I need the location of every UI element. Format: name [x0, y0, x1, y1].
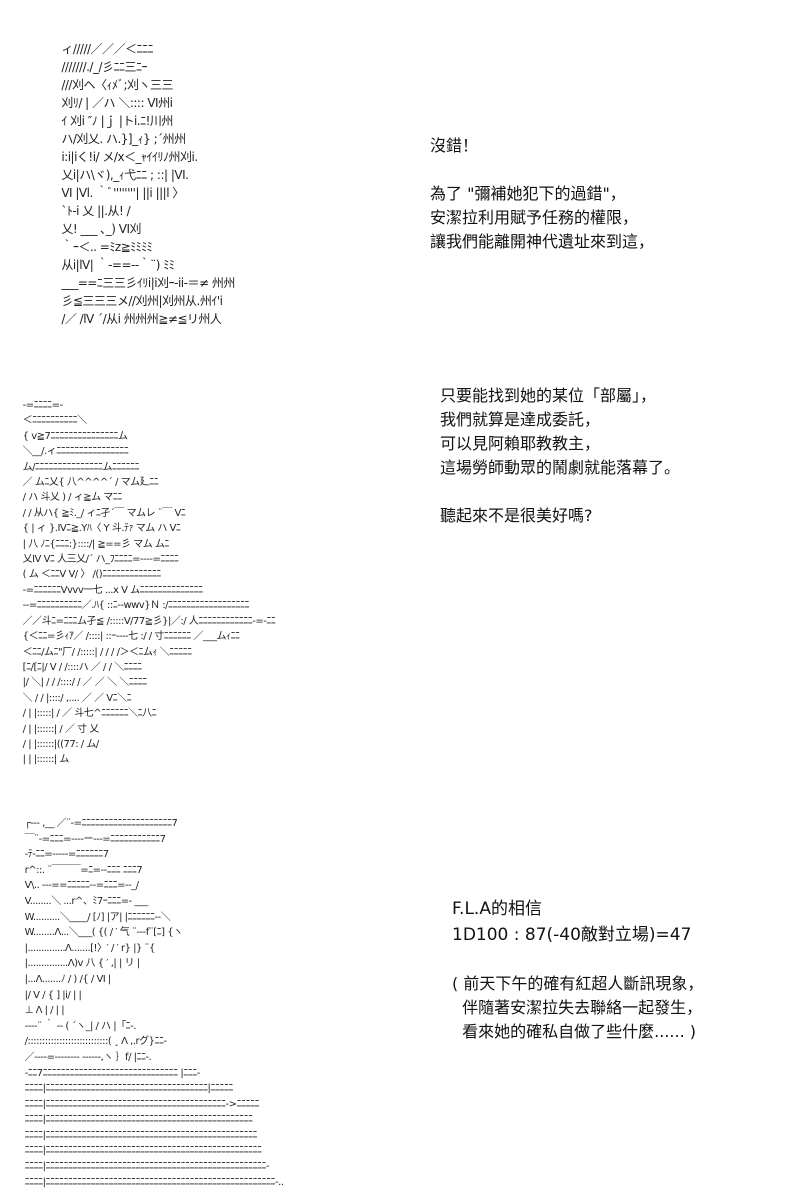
note-line: ( 前天下午的確有紅超人斷訊現象，: [452, 974, 704, 993]
dialogue-line: 這場勞師動眾的鬧劇就能落幕了。: [440, 458, 681, 477]
ascii-art-character-3: ┌‐‐- ,__ ／¨‐=ﾆﾆﾆﾆﾆﾆﾆﾆﾆﾆﾆﾆﾆﾆﾆﾆﾆﾆﾆﾆ7 ￣¨‐=ﾆ…: [24, 818, 284, 1188]
dialogue-line: 為了 "彌補她犯下的過錯"，: [430, 184, 626, 203]
panel-3: ┌‐‐- ,__ ／¨‐=ﾆﾆﾆﾆﾆﾆﾆﾆﾆﾆﾆﾆﾆﾆﾆﾆﾆﾆﾆﾆ7 ￣¨‐=ﾆ…: [0, 810, 800, 1200]
dialogue-line: 可以見阿賴耶教教主，: [440, 434, 601, 453]
stat-line: F.L.A的相信: [452, 899, 542, 919]
note-line: 看來她的確私自做了些什麼...... ): [452, 1022, 697, 1041]
aside-note: ( 前天下午的確有紅超人斷訊現象， 伴隨著安潔拉失去聯絡一起發生， 看來她的確私…: [452, 972, 703, 1044]
dialogue-2: 只要能找到她的某位「部屬」， 我們就算是達成委託， 可以見阿賴耶教教主， 這場勞…: [440, 384, 680, 528]
dialogue-line: 沒錯！: [430, 136, 479, 155]
stat-line: 1D100 : 87(-40敵對立場)=47: [452, 925, 692, 945]
ascii-art-character-1: ィ/////／／／＜ﾆﾆﾆ ///////./_/彡ﾆﾆ三ﾆｰ ///刈ヘ〈ｨﾒ…: [61, 42, 235, 326]
dialogue-line: 聽起來不是很美好嗎?: [440, 506, 593, 525]
panel-1: ィ/////／／／＜ﾆﾆﾆ ///////./_/彡ﾆﾆ三ﾆｰ ///刈ヘ〈ｨﾒ…: [0, 0, 800, 360]
dialogue-line: 我們就算是達成委託，: [440, 410, 601, 429]
ascii-art-character-2: ‐=ﾆﾆﾆﾆ=‐ ＜ﾆﾆﾆﾆﾆﾆﾆﾆﾆﾆ＼ { v≧7ﾆﾆﾆﾆﾆﾆﾆﾆﾆﾆﾆﾆﾆ…: [22, 400, 276, 766]
panel-2: ‐=ﾆﾆﾆﾆ=‐ ＜ﾆﾆﾆﾆﾆﾆﾆﾆﾆﾆ＼ { v≧7ﾆﾆﾆﾆﾆﾆﾆﾆﾆﾆﾆﾆﾆ…: [0, 360, 800, 810]
line-gap: [440, 480, 680, 504]
dialogue-line: 只要能找到她的某位「部屬」，: [440, 386, 657, 405]
line-gap: [452, 948, 703, 972]
dialogue-3: F.L.A的相信 1D100 : 87(-40敵對立場)=47 ( 前天下午的確…: [452, 896, 703, 1044]
dialogue-line: 安潔拉利用賦予任務的權限，: [430, 208, 639, 227]
dialogue-line: 讓我們能離開神代遺址來到這，: [430, 232, 655, 251]
note-line: 伴隨著安潔拉失去聯絡一起發生，: [452, 998, 703, 1017]
dialogue-1: 沒錯！ 為了 "彌補她犯下的過錯"， 安潔拉利用賦予任務的權限， 讓我們能離開神…: [430, 134, 654, 254]
dice-roll-result: F.L.A的相信 1D100 : 87(-40敵對立場)=47: [452, 896, 703, 948]
line-gap: [430, 158, 654, 182]
